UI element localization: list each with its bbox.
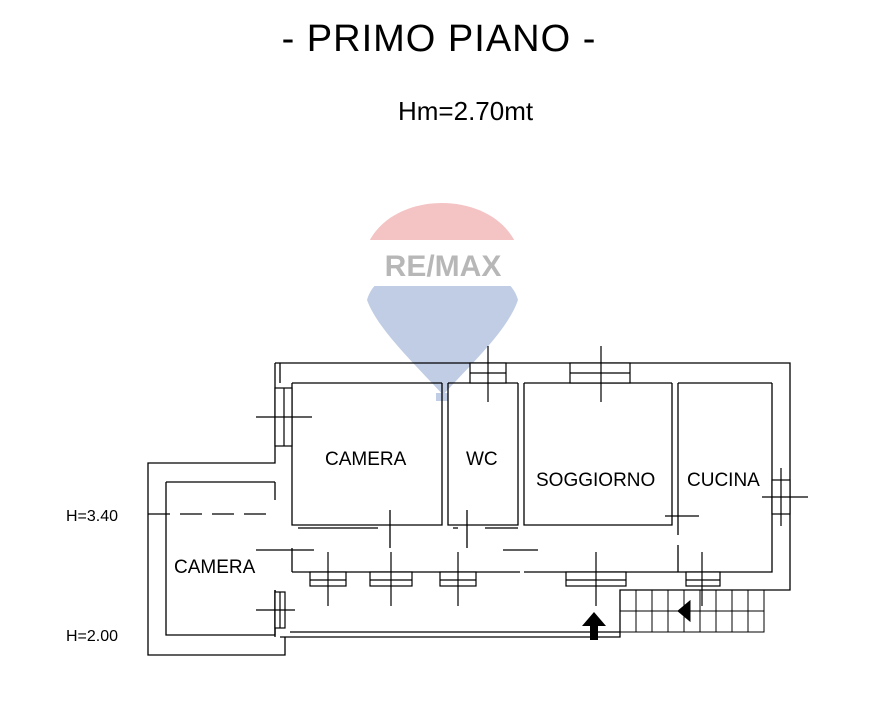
stairs-treads (620, 590, 764, 632)
room-label-camera-2: CAMERA (174, 557, 256, 578)
logo-balloon-blue (367, 262, 518, 395)
inner-wall-camera (291, 383, 443, 526)
stairs (619, 589, 765, 633)
corridor-wall (291, 548, 520, 573)
inner-wall-wc (447, 383, 519, 526)
outer-wall (275, 362, 791, 638)
entrance-arrow-icon (582, 612, 606, 640)
windows (274, 362, 791, 629)
stairs-arrow-icon (677, 599, 691, 623)
floor-title: - PRIMO PIANO - (281, 18, 597, 60)
remax-logo: RE/MAX (362, 203, 522, 401)
height-label-upper: H=3.40 (66, 508, 118, 525)
room-label-camera: CAMERA (325, 449, 407, 470)
room-label-cucina: CUCINA (687, 470, 760, 491)
door-soggiorno (485, 527, 538, 551)
door-camera (298, 510, 391, 548)
window-marks (256, 346, 808, 628)
window-cucina-bottom (685, 571, 721, 587)
logo-text: RE/MAX (385, 250, 502, 283)
room-label-soggiorno: SOGGIORNO (536, 470, 655, 491)
ceiling-height-label: Hm=2.70mt (398, 96, 534, 126)
logo-band (362, 240, 522, 286)
outer-wall-left (147, 363, 286, 656)
door-wc (453, 510, 468, 548)
inner-wall-soggiorno (523, 383, 673, 526)
height-label-lower: H=2.00 (66, 628, 118, 645)
room-label-wc: WC (466, 449, 498, 470)
logo-balloon-red (362, 203, 522, 272)
